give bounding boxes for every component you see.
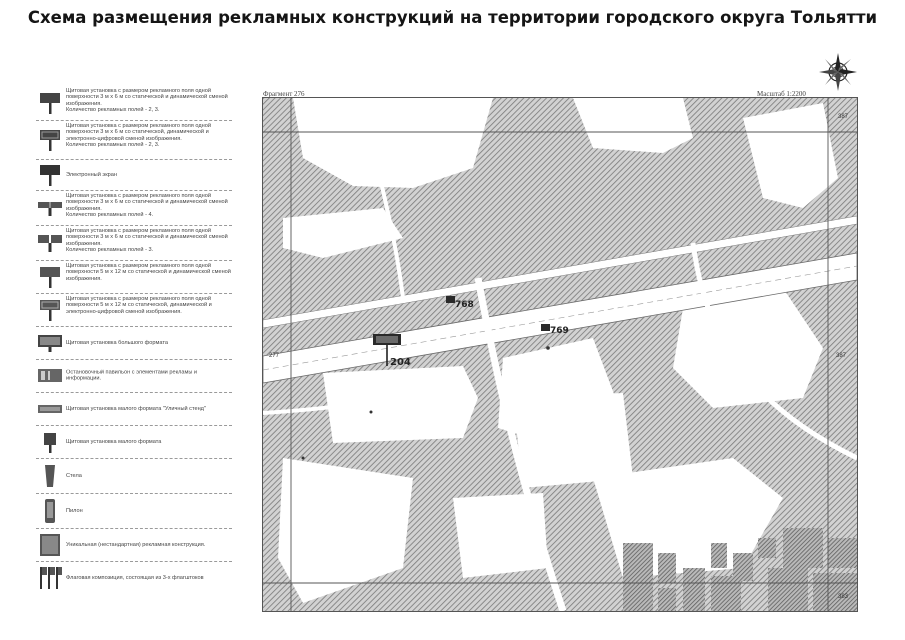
grid-label-right: 387 [836, 353, 847, 359]
legend-text: Щитовая установка с размером рекламного … [66, 88, 228, 113]
map-point [369, 410, 373, 414]
legend-item: Щитовая установка малого формата "Уличны… [36, 393, 232, 426]
pylon-icon [45, 499, 55, 523]
map-canvas: 387 277 387 383 204 768 769 [263, 98, 857, 611]
legend-text: Флаговая композиция, состоящая из 3-х фл… [66, 574, 204, 581]
legend-text: Стела [66, 472, 82, 479]
legend-text: Щитовая установка большого формата [66, 339, 168, 346]
legend-text: Пилон [66, 507, 83, 514]
marker-label: 768 [455, 300, 474, 310]
building-blocks [623, 528, 857, 611]
billboard-digital-icon [40, 130, 60, 151]
marker-label: 204 [390, 357, 411, 368]
billboard-large-digital-icon [40, 300, 60, 321]
legend-item: Щитовая установка с размером рекламного … [36, 226, 232, 261]
legend-text: Электронный экран [66, 171, 117, 178]
legend-item: Щитовая установка большого формата [36, 327, 232, 360]
marker-label: 769 [550, 326, 569, 336]
legend-item: Щитовая установка малого формата [36, 426, 232, 459]
stele-icon [45, 465, 55, 487]
billboard-large-static-icon [40, 267, 60, 288]
map-point [301, 456, 305, 460]
legend-text: Щитовая установка с размером рекламного … [66, 296, 212, 315]
marker-768[interactable]: 768 [446, 296, 474, 310]
legend: Щитовая установка с размером рекламного … [36, 86, 232, 594]
small-format-billboard-icon [44, 433, 56, 453]
legend-item: Остановочный павильон с элементами рекла… [36, 360, 232, 393]
small-format-street-stand-icon [38, 405, 62, 413]
legend-text: Щитовая установка с размером рекламного … [66, 263, 231, 282]
legend-item: Щитовая установка с размером рекламного … [36, 294, 232, 327]
legend-item: Щитовая установка с размером рекламного … [36, 191, 232, 226]
grid-label-top-right: 387 [838, 114, 849, 120]
map-fragment-label: Фрагмент 276 [263, 90, 305, 98]
unique-structure-icon [40, 534, 60, 556]
legend-item: Пилон [36, 494, 232, 529]
compass-rose-icon [819, 53, 857, 91]
legend-text: Щитовая установка с размером рекламного … [66, 193, 228, 218]
map-view[interactable]: 387 277 387 383 204 768 769 [262, 97, 858, 612]
legend-item: Щитовая установка с размером рекламного … [36, 121, 232, 160]
legend-text: Остановочный павильон с элементами рекла… [66, 369, 198, 382]
bus-stop-pavilion-icon [38, 369, 62, 382]
marker-769[interactable]: 769 [541, 324, 569, 336]
large-format-billboard-icon [38, 335, 62, 352]
legend-item: Щитовая установка с размером рекламного … [36, 86, 232, 121]
legend-text: Щитовая установка малого формата [66, 438, 162, 445]
grid-label-left: 277 [269, 353, 280, 359]
grid-label-bottom-right: 383 [838, 594, 849, 600]
page-title: Схема размещения рекламных конструкций н… [27, 8, 878, 27]
legend-item: Уникальная (нестандартная) рекламная кон… [36, 529, 232, 562]
map-point [546, 346, 550, 350]
legend-text: Щитовая установка с размером рекламного … [66, 228, 228, 253]
electronic-screen-icon [40, 165, 60, 186]
billboard-three-field-icon [38, 235, 62, 252]
legend-item: Флаговая композиция, состоящая из 3-х фл… [36, 562, 232, 594]
legend-item: Щитовая установка с размером рекламного … [36, 261, 232, 294]
billboard-four-field-icon [38, 202, 62, 216]
legend-item: Стела [36, 459, 232, 494]
billboard-static-icon [40, 93, 60, 114]
flag-composition-icon [40, 567, 62, 589]
legend-text: Щитовая установка малого формата "Уличны… [66, 405, 206, 412]
legend-text: Уникальная (нестандартная) рекламная кон… [66, 541, 206, 548]
map-scale-label: Масштаб 1:2200 [757, 90, 806, 98]
marker-204[interactable]: 204 [373, 334, 411, 368]
legend-item: Электронный экран [36, 160, 232, 191]
legend-text: Щитовая установка с размером рекламного … [66, 123, 211, 148]
